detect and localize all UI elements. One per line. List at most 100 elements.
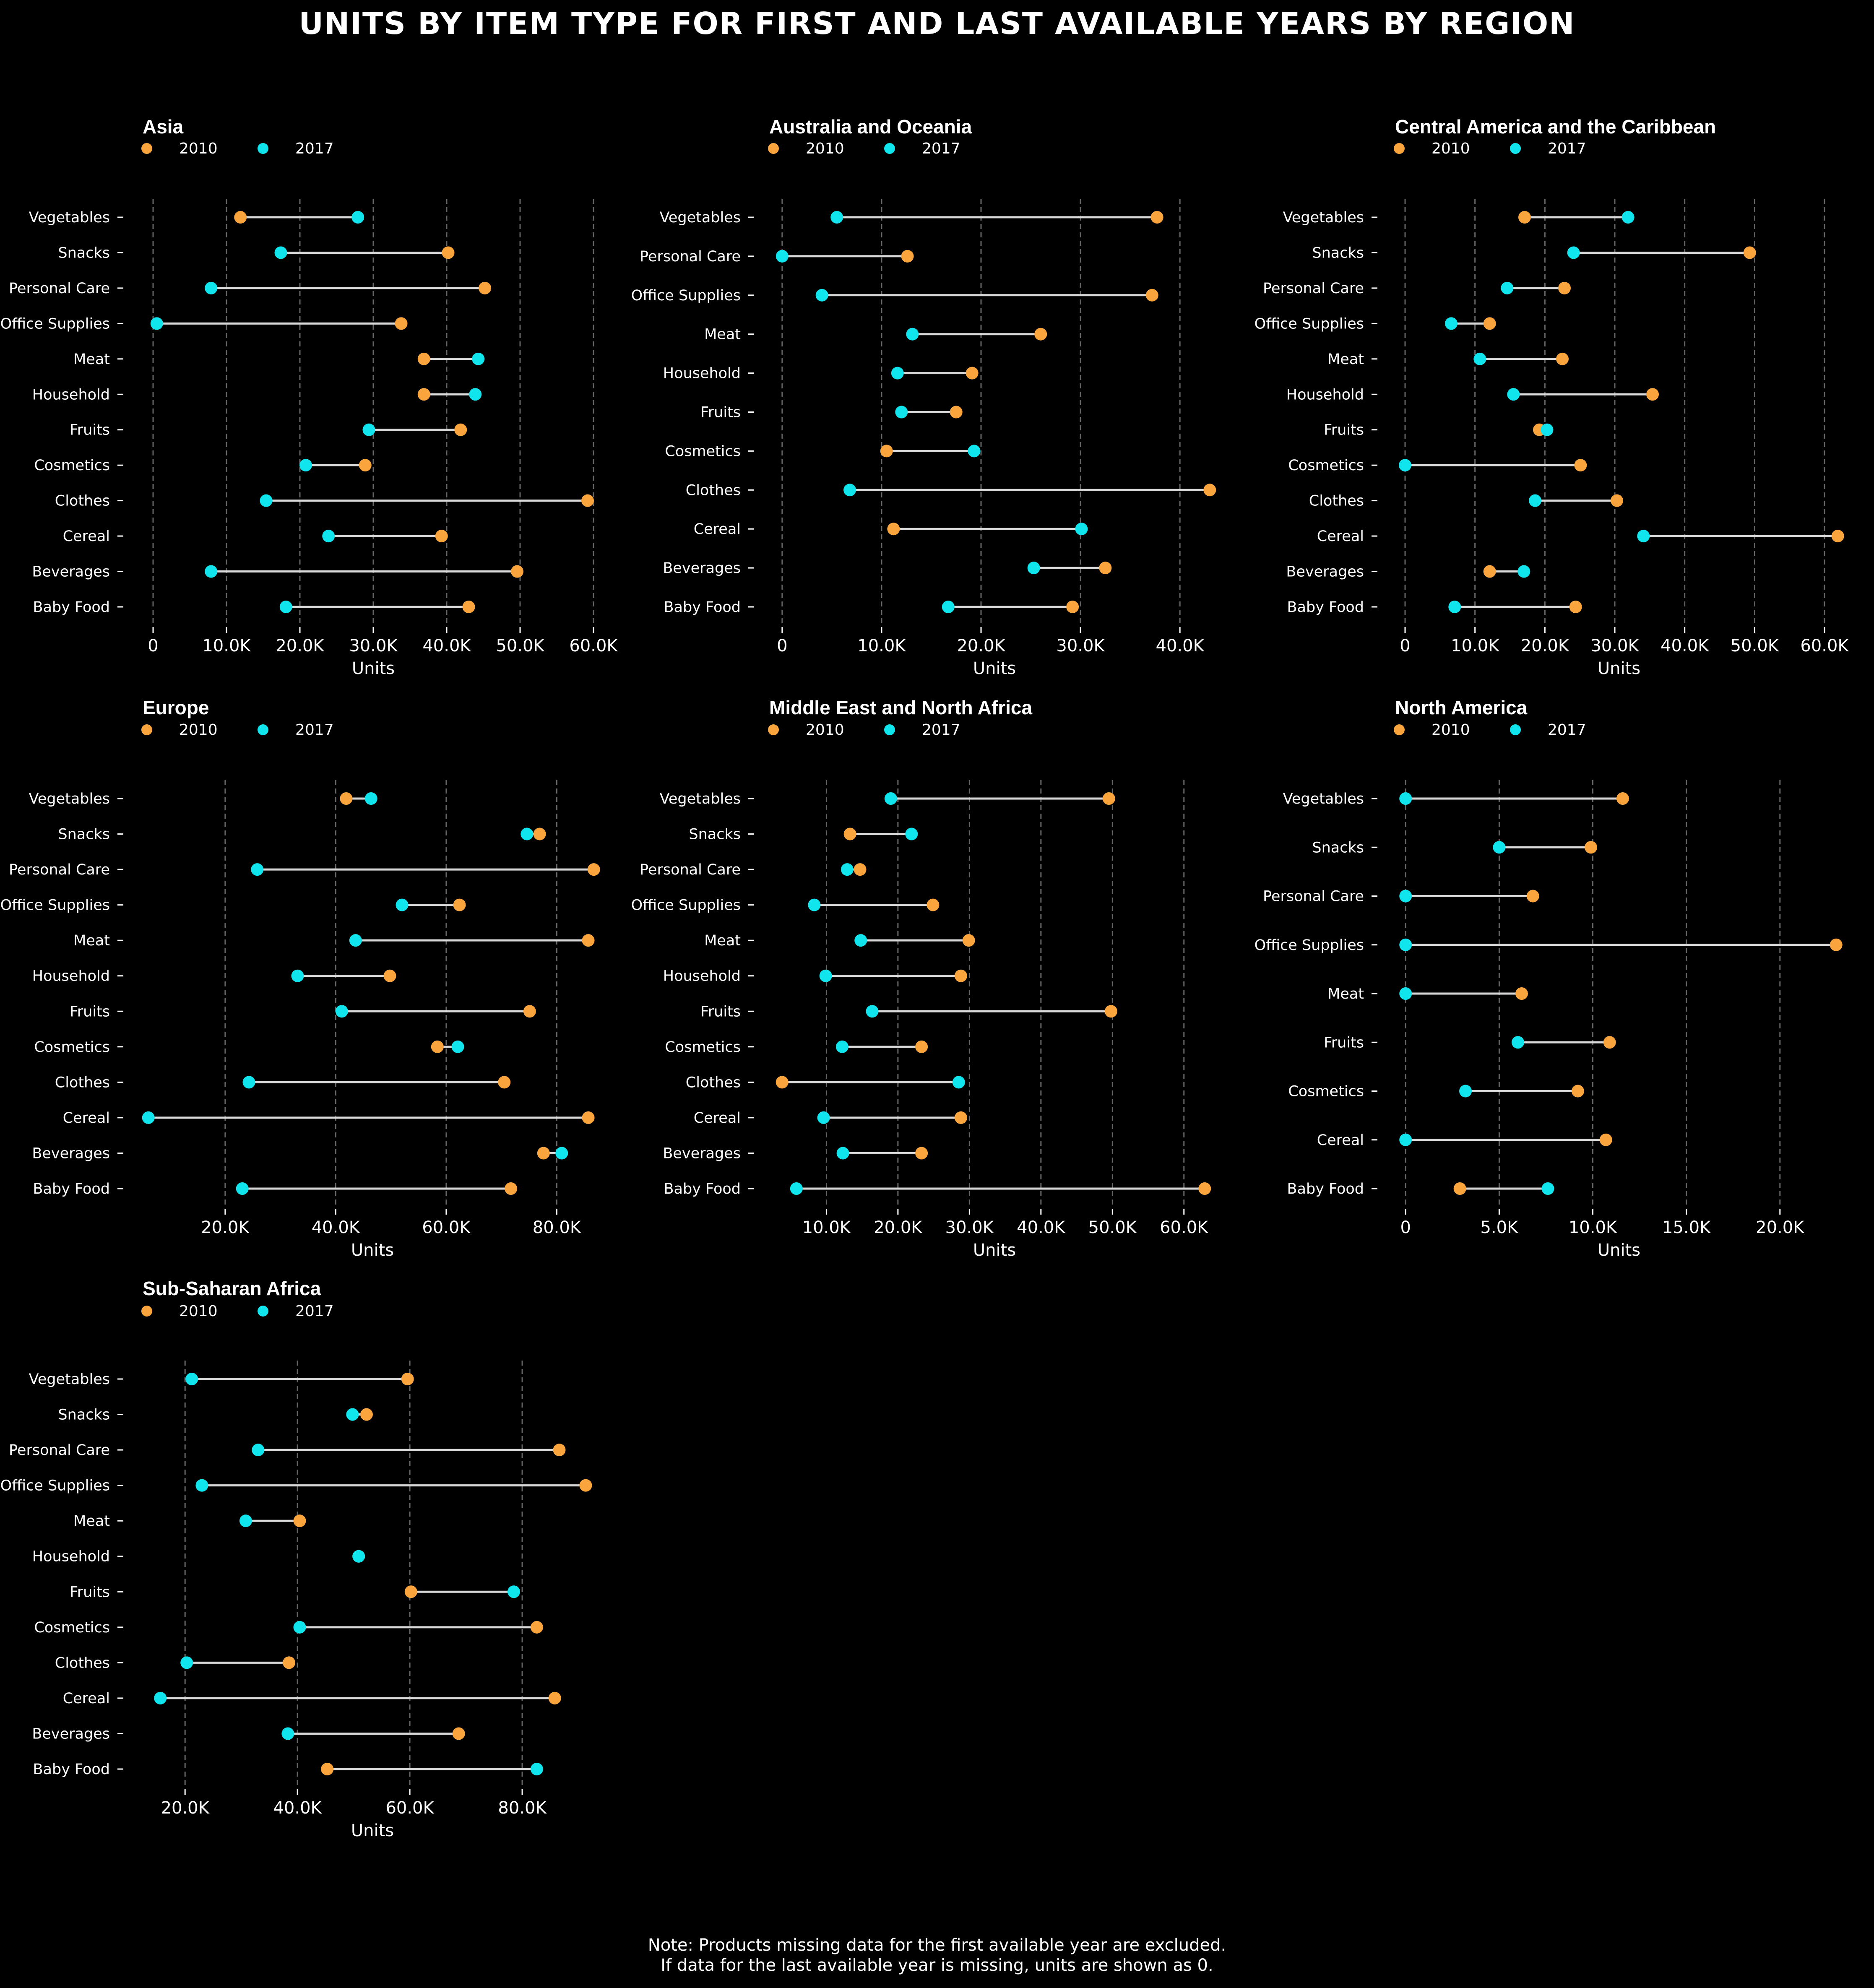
point-2010 <box>582 934 595 947</box>
point-2010 <box>915 1040 928 1053</box>
y-tick-label: Baby Food <box>664 599 741 616</box>
x-tick-label: 40.0K <box>273 1798 322 1818</box>
point-2017 <box>1507 388 1520 401</box>
point-2010 <box>462 601 475 613</box>
y-tick-label: Office Supplies <box>1255 315 1364 332</box>
x-axis-label: Units <box>1598 659 1640 678</box>
point-2010 <box>954 969 967 982</box>
footnote-line-1: Note: Products missing data for the firs… <box>648 1936 1226 1955</box>
point-2017 <box>205 281 218 294</box>
x-tick-label: 20.0K <box>874 1218 923 1237</box>
y-tick-label: Vegetables <box>1283 209 1364 226</box>
y-tick-label: Office Supplies <box>631 287 741 304</box>
point-2017 <box>555 1147 568 1160</box>
point-2010 <box>1099 562 1112 575</box>
legend-marker-2017 <box>258 1306 268 1317</box>
point-2017 <box>1512 1036 1525 1049</box>
x-tick-label: 60.0K <box>569 636 618 656</box>
y-tick-label: Baby Food <box>33 1181 110 1197</box>
point-2010 <box>1556 352 1569 365</box>
panel-title: Europe <box>143 697 209 718</box>
point-2010 <box>1526 890 1539 903</box>
y-tick-label: Household <box>32 1548 110 1565</box>
chart-main-title: UNITS BY ITEM TYPE FOR FIRST AND LAST AV… <box>299 6 1575 41</box>
point-2010 <box>966 367 979 380</box>
point-2017 <box>1637 530 1650 543</box>
point-2010 <box>498 1076 511 1089</box>
x-axis-label: Units <box>1598 1241 1640 1260</box>
y-tick-label: Office Supplies <box>0 315 110 332</box>
legend-marker-2010 <box>1394 724 1405 735</box>
legend-label-2010: 2010 <box>179 721 218 739</box>
point-2017 <box>952 1076 965 1089</box>
y-tick-label: Fruits <box>70 1584 110 1600</box>
point-2010 <box>283 1656 296 1669</box>
y-tick-label: Clothes <box>686 1074 741 1091</box>
point-2010 <box>887 523 900 536</box>
point-2010 <box>1831 530 1844 543</box>
point-2017 <box>451 1040 464 1053</box>
y-tick-label: Beverages <box>663 560 741 577</box>
legend-label-2010: 2010 <box>179 140 218 157</box>
point-2017 <box>906 328 919 341</box>
y-tick-label: Fruits <box>1324 422 1364 439</box>
y-tick-label: Household <box>1286 386 1364 403</box>
point-2017 <box>1399 938 1412 951</box>
y-tick-label: Meat <box>73 1513 110 1530</box>
x-axis-label: Units <box>352 659 395 678</box>
legend-label-2017: 2017 <box>1548 140 1586 157</box>
point-2017 <box>808 898 821 911</box>
x-tick-label: 5.0K <box>1480 1218 1519 1237</box>
point-2010 <box>1574 459 1587 472</box>
point-2017 <box>884 792 897 805</box>
point-2017 <box>469 388 482 401</box>
point-2010 <box>1830 938 1843 951</box>
y-tick-label: Personal Care <box>9 280 110 297</box>
y-tick-label: Cereal <box>63 1690 110 1707</box>
legend-label-2010: 2010 <box>806 721 844 739</box>
legend-label-2017: 2017 <box>295 1303 334 1320</box>
x-tick-label: 60.0K <box>1800 636 1849 656</box>
point-2010 <box>927 898 940 911</box>
point-2017 <box>351 211 364 224</box>
point-2010 <box>1571 1085 1584 1098</box>
point-2017 <box>830 211 843 224</box>
point-2017 <box>815 289 828 302</box>
y-tick-label: Cereal <box>1317 528 1364 545</box>
y-tick-label: Office Supplies <box>0 1478 110 1494</box>
point-2017 <box>1501 281 1514 294</box>
point-2017 <box>154 1691 167 1704</box>
x-tick-label: 50.0K <box>1088 1218 1137 1237</box>
legend-label-2017: 2017 <box>1548 721 1586 739</box>
point-2010 <box>417 388 430 401</box>
y-tick-label: Snacks <box>1312 245 1364 261</box>
y-tick-label: Baby Food <box>33 1761 110 1778</box>
y-tick-label: Cereal <box>694 1110 741 1127</box>
y-tick-label: Baby Food <box>1287 599 1364 616</box>
y-tick-label: Clothes <box>55 1655 110 1671</box>
point-2017 <box>1399 1133 1412 1146</box>
point-2010 <box>843 827 856 840</box>
point-2017 <box>1541 423 1554 436</box>
point-2010 <box>854 863 867 876</box>
point-2010 <box>1034 328 1047 341</box>
point-2010 <box>915 1147 928 1160</box>
point-2017 <box>362 423 375 436</box>
y-tick-label: Beverages <box>32 1725 110 1742</box>
y-tick-label: Fruits <box>1324 1034 1364 1051</box>
point-2010 <box>954 1111 967 1124</box>
point-2010 <box>234 211 247 224</box>
x-tick-label: 0 <box>1400 636 1410 656</box>
y-tick-label: Cosmetics <box>34 1039 110 1056</box>
y-tick-label: Vegetables <box>29 209 110 226</box>
y-tick-label: Personal Care <box>9 861 110 878</box>
point-2010 <box>776 1076 789 1089</box>
x-tick-label: 20.0K <box>276 636 325 656</box>
point-2010 <box>360 1408 373 1421</box>
y-tick-label: Snacks <box>58 1407 110 1423</box>
point-2010 <box>293 1514 306 1527</box>
point-2017 <box>281 1727 294 1740</box>
point-2010 <box>1102 792 1115 805</box>
